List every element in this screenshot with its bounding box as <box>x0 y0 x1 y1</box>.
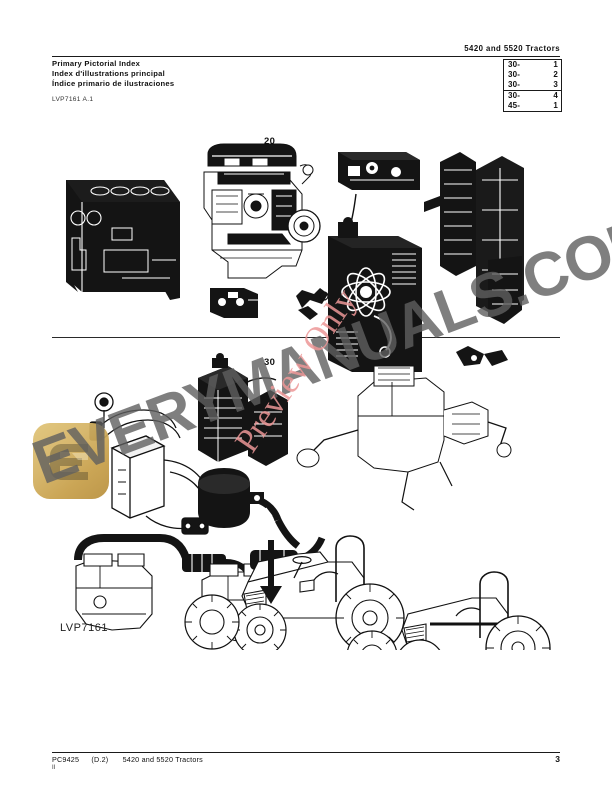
pictorial-index-figure: 20 30 <box>52 110 560 650</box>
air-cleaner-drawing <box>198 468 301 549</box>
footer-mark: II <box>52 765 56 771</box>
index-page: 3 <box>539 79 561 91</box>
header-reference-code: LVP7161 A.1 <box>52 95 94 103</box>
index-page: 1 <box>553 60 558 70</box>
tractor-drawing-2 <box>347 571 551 650</box>
oil-pump-drawing <box>210 288 258 318</box>
engine-muffler-drawing <box>201 563 281 643</box>
exhaust-pipe-drawing <box>74 534 253 578</box>
hitch-part-drawing <box>456 346 508 366</box>
index-page: 2 <box>553 70 558 80</box>
index-section: 30- <box>508 70 521 80</box>
page-title-fr: Index d'illustrations principal <box>52 69 165 79</box>
index-section: 30- <box>504 79 540 91</box>
muffler-drawing <box>250 536 326 570</box>
footer-title: 5420 and 5520 Tractors <box>122 755 203 764</box>
header-title-block: Primary Pictorial Index Index d'illustra… <box>52 59 382 103</box>
index-section: 30- <box>508 91 521 101</box>
engine-assembly-drawing <box>203 143 321 279</box>
table-row[interactable]: 30- 4 <box>504 90 561 100</box>
index-page: 1 <box>553 101 558 111</box>
section-index-table: 30- 1 30- 2 30- 3 30- 4 45- 1 <box>503 59 562 112</box>
cooling-lines-drawing <box>89 392 209 535</box>
table-row[interactable]: 45- 1 <box>504 101 561 111</box>
page-footer: PC9425 (D.2) 5420 and 5520 Tractors <box>52 755 203 764</box>
oil-cooler-drawing <box>338 152 420 233</box>
table-row[interactable]: 30- 2 <box>504 70 561 80</box>
engine-block-drawing <box>66 180 180 300</box>
manifold-parts-drawing <box>296 288 329 320</box>
transmission-assembly-drawing <box>296 365 512 511</box>
running-head: 5420 and 5520 Tractors <box>464 44 560 53</box>
footer-divider-rule <box>52 752 560 753</box>
figure-code-label: LVP7161 <box>60 622 108 634</box>
footer-revision: (D.2) <box>91 755 109 764</box>
footer-page-number: 3 <box>555 754 560 764</box>
section-label-30[interactable]: 30 <box>264 357 276 368</box>
header-divider-rule <box>52 56 560 57</box>
footer-part-number: PC9425 <box>52 755 80 764</box>
table-row[interactable]: 30- 3 <box>504 79 561 91</box>
index-section: 45- <box>508 101 521 111</box>
index-section: 30- <box>508 60 521 70</box>
radiator-assembly-drawing <box>198 353 288 466</box>
exploded-parts-illustration <box>66 143 551 650</box>
grille-panels-drawing <box>424 152 524 324</box>
radiator-fan-drawing <box>328 217 422 372</box>
index-page: 4 <box>553 91 558 101</box>
figure-section-divider <box>52 337 560 338</box>
tractor-drawing-1 <box>184 535 405 650</box>
section-label-20[interactable]: 20 <box>264 136 276 147</box>
engine-outline-drawing <box>75 553 153 631</box>
table-row[interactable]: 30- 1 <box>504 60 561 70</box>
page-title-es: Índice primario de ilustraciones <box>52 79 175 89</box>
page-title-en: Primary Pictorial Index <box>52 59 141 68</box>
